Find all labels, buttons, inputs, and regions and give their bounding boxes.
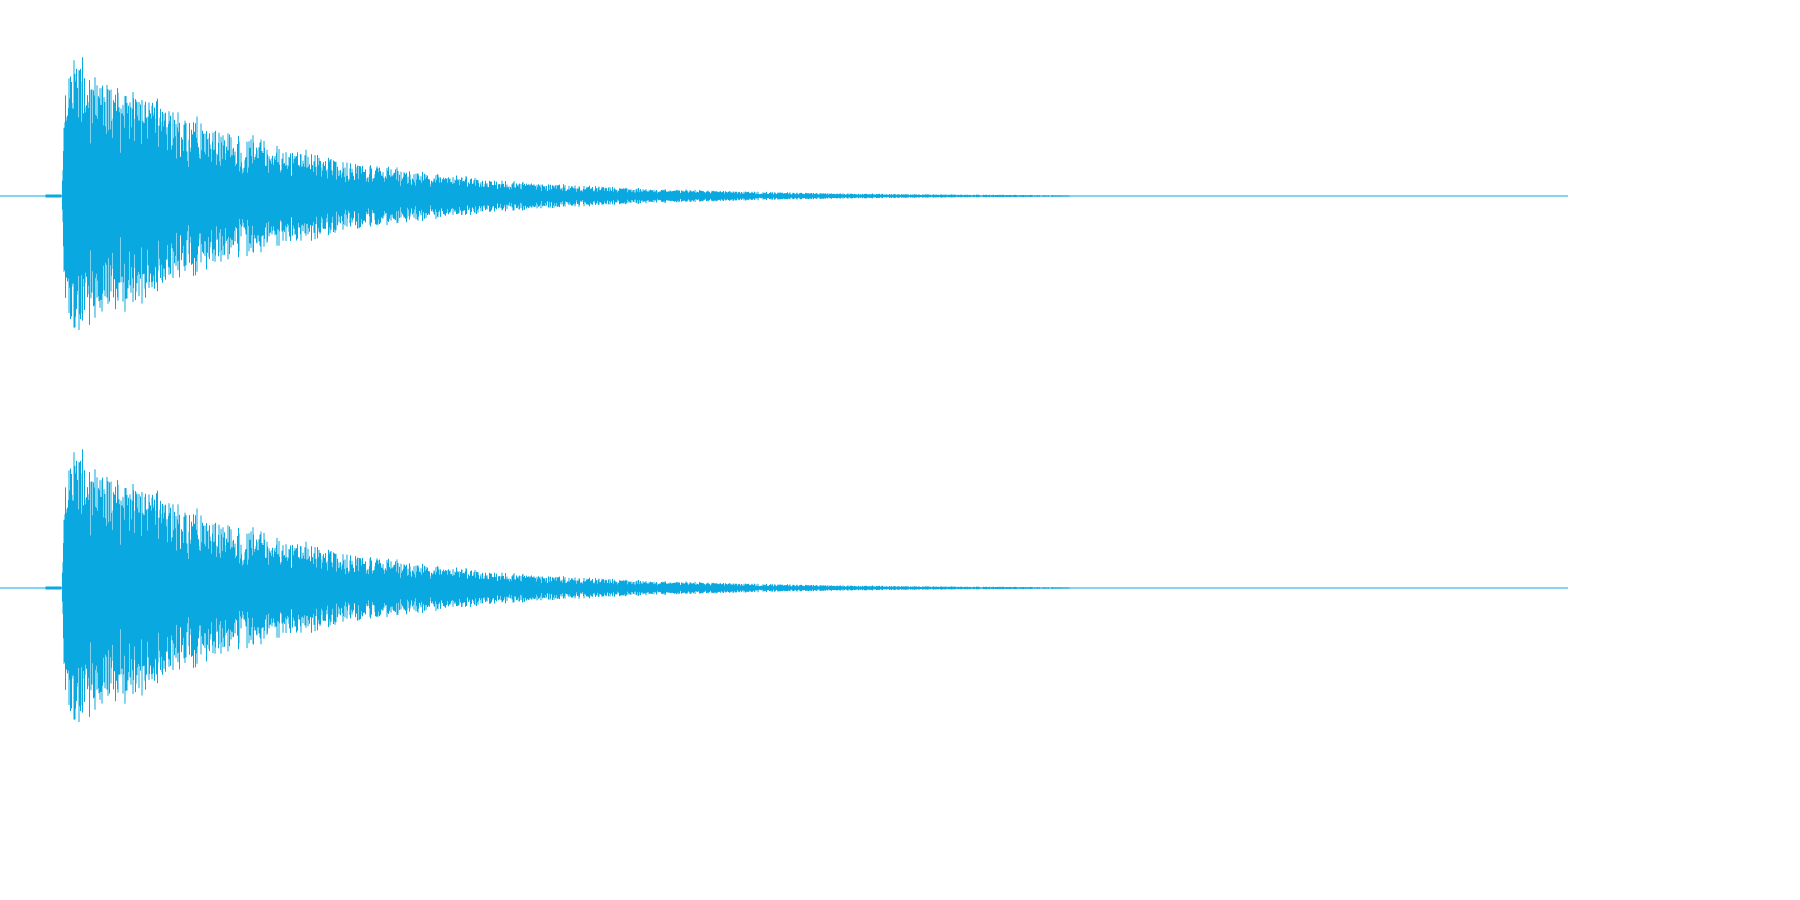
waveform-path-right (45, 449, 1071, 722)
waveform-channel-right (0, 449, 1568, 722)
waveform-channel-left (0, 57, 1568, 330)
audio-waveform-view (0, 57, 1568, 722)
waveform-path-left (45, 57, 1071, 330)
